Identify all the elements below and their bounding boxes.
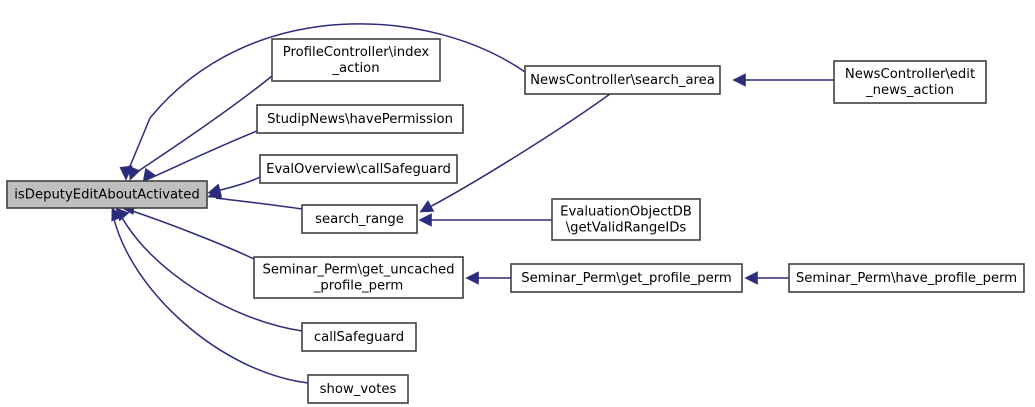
edge-Seminar_Perm_get_profile_perm-to-Seminar_Perm_get_uncached_profile_perm xyxy=(465,271,511,285)
edge-line xyxy=(427,93,611,209)
node-box[interactable] xyxy=(271,38,441,82)
node-label: StudipNews\havePermission xyxy=(267,112,453,127)
graph-node-show_votes[interactable]: show_votes xyxy=(307,374,409,404)
node-label: NewsController\edit xyxy=(845,67,975,82)
graph-node-callSafeguard[interactable]: callSafeguard xyxy=(301,322,417,352)
edge-search_range-to-isDeputyEditAboutActivated xyxy=(207,186,303,210)
node-label: show_votes xyxy=(320,382,397,397)
node-box[interactable] xyxy=(524,65,721,95)
node-label: ProfileController\index xyxy=(283,45,430,60)
graph-node-Seminar_Perm_get_profile_perm[interactable]: Seminar_Perm\get_profile_perm xyxy=(510,263,743,293)
edge-arrowhead-icon xyxy=(418,213,432,227)
graph-node-EvaluationObjectDB_getValidRangeIDs[interactable]: EvaluationObjectDB\getValidRangeIDs xyxy=(551,198,701,241)
edge-NewsController_search_area-to-search_range xyxy=(419,93,611,213)
graph-node-isDeputyEditAboutActivated[interactable]: isDeputyEditAboutActivated xyxy=(6,180,208,209)
graph-node-Seminar_Perm_get_uncached_profile_perm[interactable]: Seminar_Perm\get_uncached_profile_perm xyxy=(253,256,464,299)
edge-arrowhead-icon xyxy=(744,271,758,285)
nodes-layer: isDeputyEditAboutActivated ProfileControl… xyxy=(6,38,1025,404)
node-box[interactable] xyxy=(307,374,409,404)
edge-Seminar_Perm_have_profile_perm-to-Seminar_Perm_get_profile_perm xyxy=(744,271,789,285)
edge-show_votes-to-isDeputyEditAboutActivated xyxy=(111,207,309,384)
node-label: EvalOverview\callSafeguard xyxy=(266,162,451,177)
node-label: NewsController\search_area xyxy=(530,73,715,88)
edge-line xyxy=(145,130,258,181)
node-label: Seminar_Perm\get_profile_perm xyxy=(521,271,732,286)
node-label: _news_action xyxy=(865,83,954,98)
node-label: \getValidRangeIDs xyxy=(566,221,687,236)
node-box[interactable] xyxy=(510,263,743,293)
node-label: search_range xyxy=(315,212,404,227)
edge-StudipNews_havePermission-to-isDeputyEditAboutActivated xyxy=(142,130,258,183)
edge-line xyxy=(119,213,303,332)
edge-line xyxy=(112,214,309,384)
node-label: callSafeguard xyxy=(314,330,404,345)
node-box[interactable] xyxy=(833,60,987,104)
graph-node-NewsController_edit_news_action[interactable]: NewsController\edit_news_action xyxy=(833,60,987,104)
graph-node-Seminar_Perm_have_profile_perm[interactable]: Seminar_Perm\have_profile_perm xyxy=(788,263,1025,293)
edge-EvaluationObjectDB_getValidRangeIDs-to-search_range xyxy=(418,213,552,227)
edge-arrowhead-icon xyxy=(732,73,746,87)
edge-NewsController_edit_news_action-to-NewsController_search_area xyxy=(732,73,834,87)
edge-arrowhead-icon xyxy=(465,271,479,285)
node-box[interactable] xyxy=(301,204,418,234)
node-box[interactable] xyxy=(259,154,458,184)
edge-arrowhead-icon xyxy=(111,207,124,222)
graph-node-search_range[interactable]: search_range xyxy=(301,204,418,234)
node-label: _action xyxy=(331,61,379,76)
edge-line xyxy=(215,176,261,192)
node-box[interactable] xyxy=(253,256,464,299)
node-label: isDeputyEditAboutActivated xyxy=(14,188,199,203)
edge-arrowhead-icon xyxy=(128,165,141,181)
node-box[interactable] xyxy=(551,198,701,241)
edges-layer xyxy=(111,23,834,384)
node-label: EvaluationObjectDB xyxy=(560,205,692,220)
graph-node-StudipNews_havePermission[interactable]: StudipNews\havePermission xyxy=(256,104,464,134)
node-box[interactable] xyxy=(788,263,1025,293)
edge-arrowhead-icon xyxy=(419,200,435,213)
edge-line xyxy=(215,197,303,210)
graph-node-EvalOverview_callSafeguard[interactable]: EvalOverview\callSafeguard xyxy=(259,154,458,184)
node-box[interactable] xyxy=(256,104,464,134)
edge-line xyxy=(128,209,255,260)
node-label: _profile_perm xyxy=(313,279,403,294)
node-box[interactable] xyxy=(301,322,417,352)
edge-line xyxy=(125,23,526,177)
edge-Seminar_Perm_get_uncached_profile_perm-to-isDeputyEditAboutActivated xyxy=(121,201,255,260)
node-label: Seminar_Perm\get_uncached xyxy=(263,263,455,278)
graph-node-NewsController_search_area[interactable]: NewsController\search_area xyxy=(524,65,721,95)
edge-arrowhead-icon xyxy=(207,186,223,199)
edge-line xyxy=(130,75,273,177)
node-box[interactable] xyxy=(6,180,208,209)
edge-arrowhead-icon xyxy=(142,167,157,183)
graph-node-ProfileController_index_action[interactable]: ProfileController\index_action xyxy=(271,38,441,82)
node-label: Seminar_Perm\have_profile_perm xyxy=(796,271,1017,286)
edge-ProfileController_index_action-to-isDeputyEditAboutActivated xyxy=(128,75,273,181)
